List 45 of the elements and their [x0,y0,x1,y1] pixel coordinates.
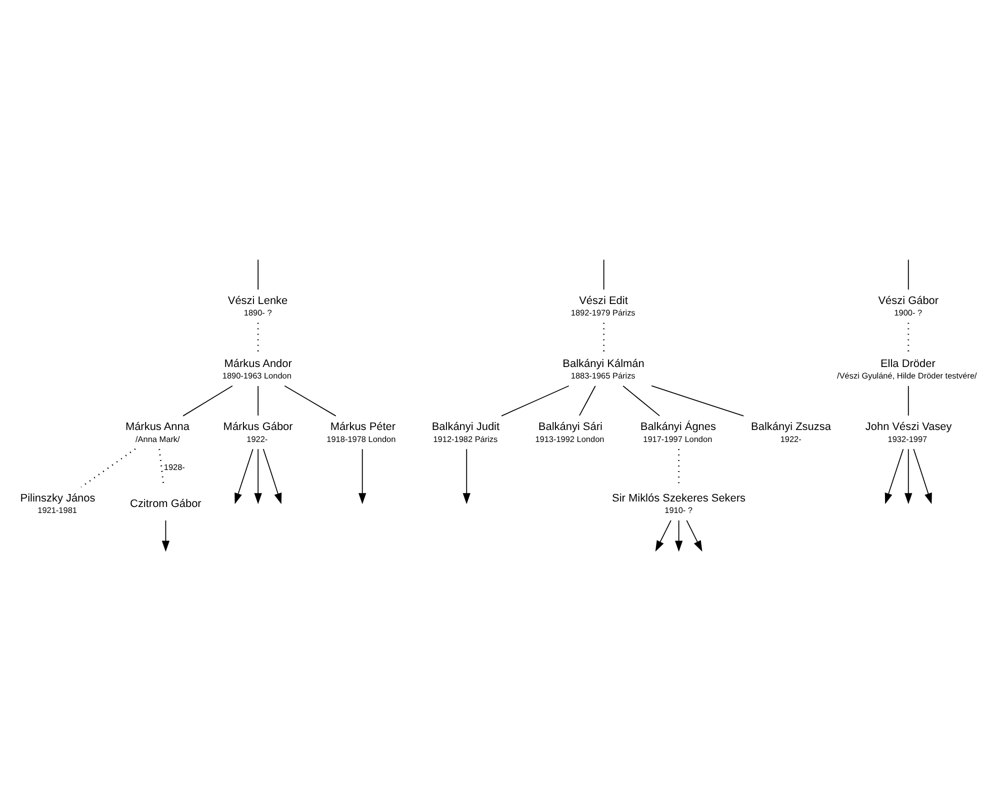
connector [284,385,336,416]
node-text: Vészi Lenke 1890- ? [228,295,288,318]
node-text: Ella Dröder /Vészi Gyuláné, Hilde Dröder testvére/ [837,358,977,381]
node-text: John Vészi Vasey 1932-1997 [865,421,952,444]
arrow [884,448,904,504]
arrow [655,520,672,552]
arrow [358,448,366,504]
node-text: Vészi Edit 1892-1979 Párizs [570,295,636,318]
arrow [254,448,262,504]
connector [258,386,259,416]
node-text: Márkus Gábor 1922- [223,421,293,444]
arrow [462,448,470,504]
node-text: Márkus Andor 1890-1963 London [222,358,292,381]
node-text: Balkányi Judit 1912-1982 Párizs [432,421,500,444]
connector [603,259,604,290]
connector [622,386,660,416]
connector [578,386,596,416]
arrow [686,520,702,552]
connector [651,385,744,416]
connector [182,385,233,416]
arrow [674,520,683,552]
arrow [234,448,254,504]
node-text: Balkányi Kálmán 1883-1965 Párizs [562,358,644,381]
connector [257,322,259,352]
connector [908,386,909,416]
node-text: Balkányi Zsuzsa 1922- [751,421,831,444]
connector [258,259,259,290]
arrow [262,448,282,504]
node-text: Sir Miklós Szekeres Sekers 1910- ? [612,492,746,516]
node-text: Czitrom Gábor [130,498,202,510]
connector [501,385,570,416]
node-text: Balkányi Sári 1913-1992 London [535,421,604,444]
node-text: Vészi Gábor 1900- ? [878,295,939,318]
arrow [162,520,170,552]
connector [603,322,605,352]
arrow [904,448,912,504]
arrow [913,448,932,504]
node-text: Pilinszky János 1921-1981 [20,492,96,516]
edge-label: 1928- [164,463,185,472]
connector [908,259,909,290]
connector [80,448,136,488]
node-text: Balkányi Ágnes 1917-1997 London [640,421,716,444]
node-text: Márkus Péter 1918-1978 London [326,421,396,444]
connector [908,322,910,352]
node-text: Márkus Anna /Anna Mark/ [125,421,190,444]
